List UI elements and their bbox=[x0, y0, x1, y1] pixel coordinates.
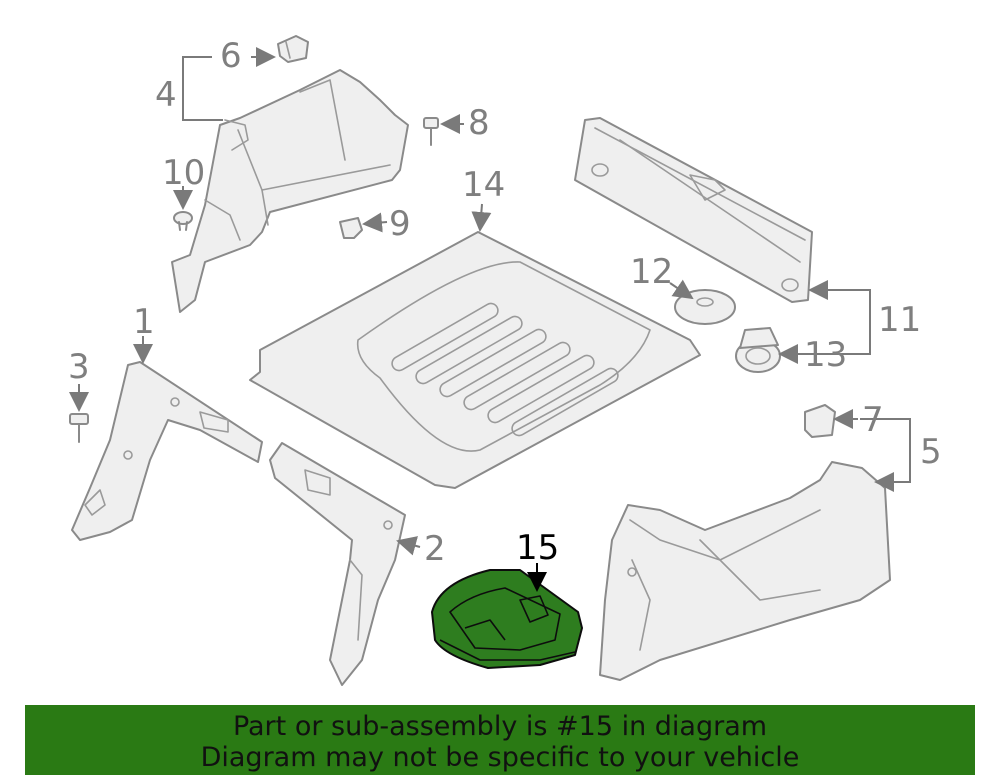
floor-rib bbox=[439, 328, 547, 398]
callout-12: 12 bbox=[630, 252, 673, 292]
callout-1: 1 bbox=[133, 302, 155, 342]
part-6-clip[interactable] bbox=[277, 35, 309, 63]
callout-7: 7 bbox=[862, 400, 884, 440]
part-10-push-pin[interactable] bbox=[173, 211, 193, 231]
part-15-storage-tray[interactable] bbox=[431, 569, 583, 669]
floor-rib bbox=[415, 315, 523, 385]
part-13-grommet[interactable] bbox=[735, 327, 781, 373]
floor-rib bbox=[463, 341, 571, 411]
disclaimer-banner: Part or sub-assembly is #15 in diagram D… bbox=[25, 705, 975, 775]
part-3-bolt[interactable] bbox=[69, 413, 89, 443]
callouts: 6 4 8 10 9 14 12 11 13 1 3 7 5 2 15 bbox=[68, 36, 942, 569]
part-12-washer[interactable] bbox=[674, 289, 736, 325]
floor-rib bbox=[511, 367, 619, 437]
callout-3: 3 bbox=[68, 347, 90, 387]
part-8-screw[interactable] bbox=[423, 117, 439, 146]
leader-lines bbox=[69, 47, 911, 592]
part-9-clip[interactable] bbox=[339, 217, 363, 239]
part-5-lower-trim-right[interactable] bbox=[599, 461, 891, 681]
banner-line-2: Diagram may not be specific to your vehi… bbox=[200, 742, 800, 773]
floor-rib bbox=[391, 302, 499, 372]
part-7-clip[interactable] bbox=[804, 404, 836, 438]
part-4-quarter-trim-upper-left[interactable] bbox=[171, 69, 409, 313]
callout-10: 10 bbox=[162, 153, 205, 193]
part-11-sill-plate[interactable] bbox=[574, 117, 813, 303]
callout-4: 4 bbox=[155, 75, 177, 115]
callout-2: 2 bbox=[424, 529, 446, 569]
callout-15: 15 bbox=[516, 528, 559, 568]
part-14-floor-cover[interactable] bbox=[249, 231, 701, 489]
callout-6: 6 bbox=[220, 36, 242, 76]
callout-14: 14 bbox=[462, 165, 505, 205]
part-2-lower-trim-rear[interactable] bbox=[269, 442, 406, 686]
callout-11: 11 bbox=[878, 300, 921, 340]
callout-9: 9 bbox=[389, 204, 411, 244]
banner-line-1: Part or sub-assembly is #15 in diagram bbox=[232, 711, 768, 742]
part-1-lower-trim-left[interactable] bbox=[71, 361, 263, 541]
callout-5: 5 bbox=[920, 432, 942, 472]
floor-rib bbox=[487, 354, 595, 424]
callout-13: 13 bbox=[804, 335, 847, 375]
callout-8: 8 bbox=[468, 103, 490, 143]
